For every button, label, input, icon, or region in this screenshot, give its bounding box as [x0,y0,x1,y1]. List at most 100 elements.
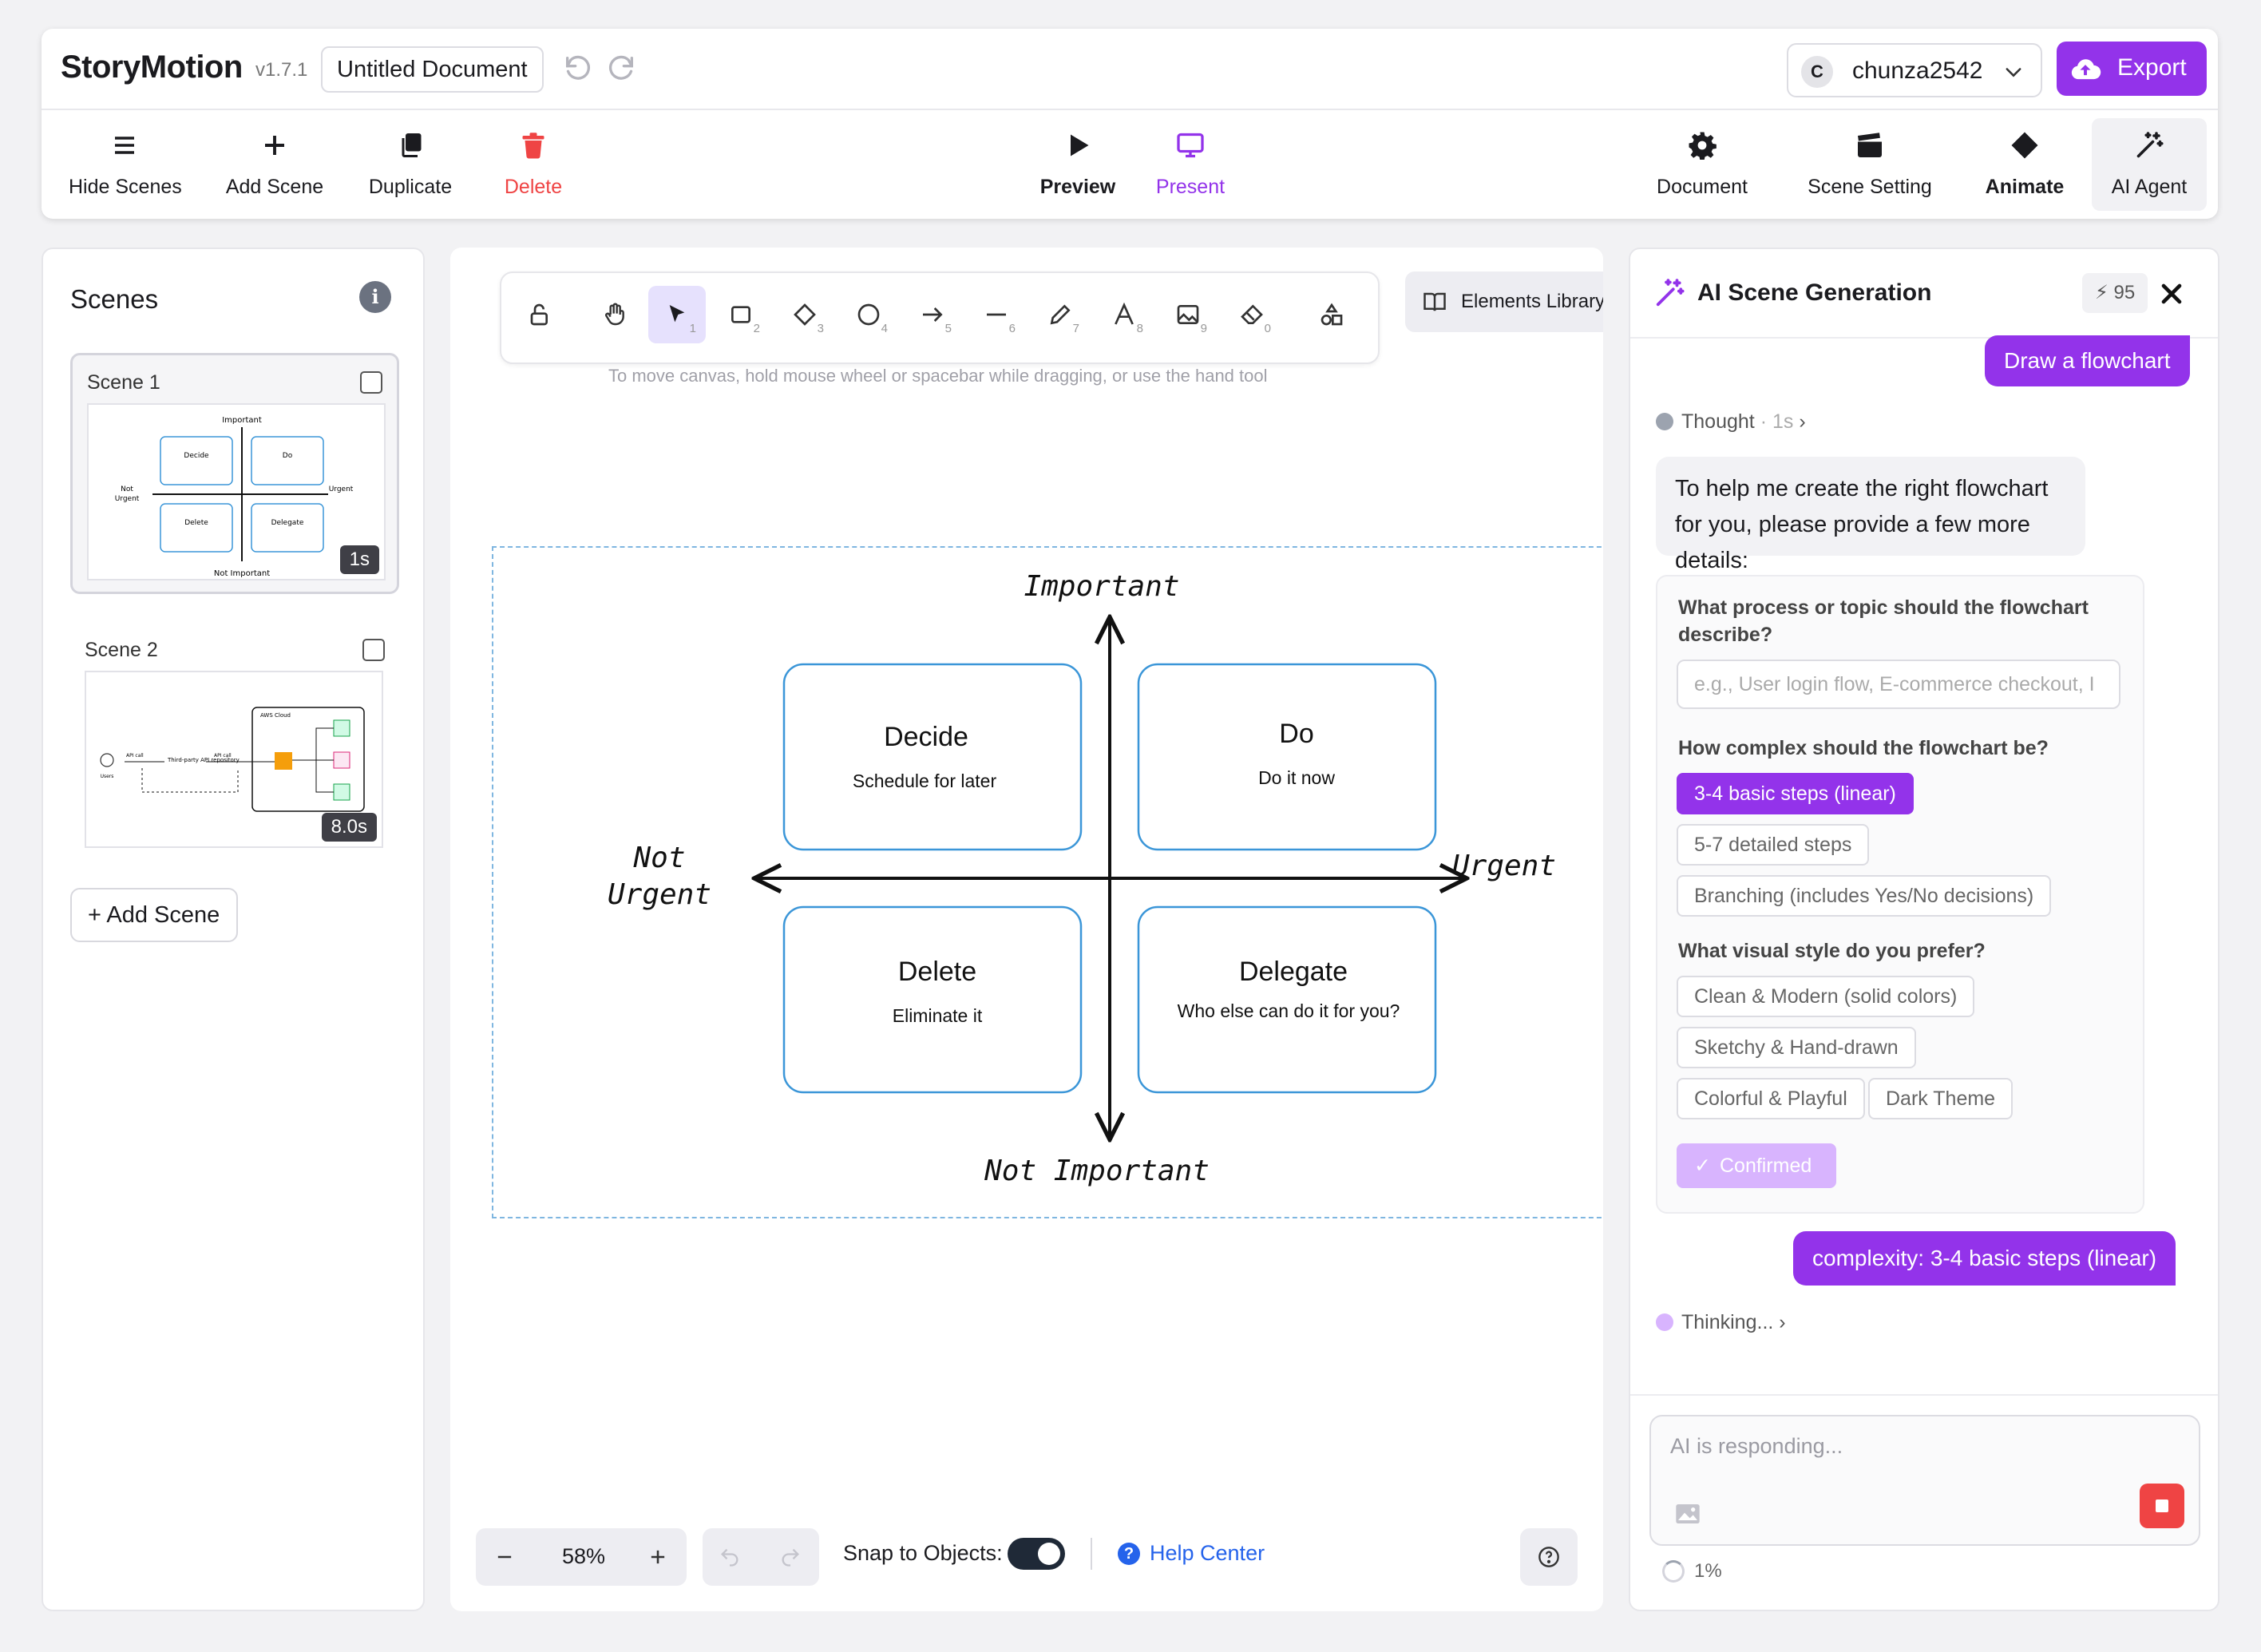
tool-shortcut: 3 [817,322,824,335]
brain-icon [1656,413,1673,430]
tool-image[interactable]: 9 [1159,286,1217,343]
scene-frame [492,546,1603,1218]
divider [1091,1538,1092,1570]
tool-shapes[interactable] [1303,286,1360,343]
tool-lock[interactable] [509,286,567,343]
book-icon [1423,291,1447,313]
option-basic-steps[interactable]: 3-4 basic steps (linear) [1677,773,1914,814]
thought-toggle[interactable]: Thought · 1s › [1656,410,1806,434]
user-message: Draw a flowchart [1985,335,2190,386]
bolt-icon: ⚡ [2095,282,2109,303]
tool-rectangle[interactable]: 2 [712,286,770,343]
scene-checkbox[interactable] [362,639,385,661]
delete-button[interactable]: Delete [485,118,581,211]
hide-scenes-button[interactable]: Hide Scenes [69,118,182,211]
thinking-indicator[interactable]: Thinking... › [1656,1311,1786,1334]
quadrant-do [1137,663,1437,851]
svg-text:Delete: Delete [184,519,208,527]
app-header: StoryMotion v1.7.1 Untitled Document C c… [42,29,2218,219]
ellipse-icon [857,303,880,326]
option-dark-theme[interactable]: Dark Theme [1868,1078,2014,1119]
tool-shortcut: 9 [1200,322,1207,335]
ai-agent-button[interactable]: AI Agent [2092,118,2207,211]
axis-label-left-line2: Urgent [608,878,711,911]
ai-panel-header: AI Scene Generation ⚡ 95 [1630,249,2218,339]
diamond-icon [2010,131,2039,160]
history-control [703,1528,819,1586]
zoom-out-icon[interactable] [493,1546,516,1568]
duplicate-button[interactable]: Duplicate [354,118,466,211]
chat-input[interactable]: AI is responding... [1649,1415,2200,1546]
export-button[interactable]: Export [2057,42,2207,96]
image-icon [1177,305,1199,324]
option-detailed-steps[interactable]: 5-7 detailed steps [1677,824,1870,866]
axis-label-right: Urgent [1452,850,1556,882]
document-name-field[interactable]: Untitled Document [321,46,544,93]
user-menu-button[interactable]: C chunza2542 [1787,43,2042,97]
redo-icon[interactable] [605,53,637,85]
diamond-icon [794,303,816,326]
animate-button[interactable]: Animate [1969,118,2081,211]
tool-eraser[interactable]: 0 [1223,286,1281,343]
tool-ellipse[interactable]: 4 [840,286,897,343]
tool-pointer[interactable]: 1 [648,286,706,343]
add-scene-button[interactable]: Add Scene [219,118,331,211]
quadrant-subtitle: Do it now [1258,767,1335,788]
scene-checkbox[interactable] [360,371,382,394]
svg-text:API call: API call [214,753,232,759]
zoom-in-icon[interactable] [647,1546,669,1568]
tool-shortcut: 8 [1136,322,1143,335]
scene-setting-button[interactable]: Scene Setting [1790,118,1950,211]
document-button[interactable]: Document [1638,118,1766,211]
undo-icon[interactable] [562,53,594,85]
preview-button[interactable]: Preview [1030,118,1126,211]
option-colorful[interactable]: Colorful & Playful [1677,1078,1865,1119]
copy-icon [396,131,425,160]
shortcuts-button[interactable] [1520,1528,1578,1586]
present-button[interactable]: Present [1138,118,1242,211]
confirmed-button[interactable]: ✓ Confirmed [1677,1143,1836,1188]
option-sketchy[interactable]: Sketchy & Hand-drawn [1677,1027,1916,1068]
help-center-link[interactable]: Help Center [1150,1541,1265,1565]
brain-icon [1656,1313,1673,1331]
scene-name: Scene 1 [87,371,160,394]
scene1-thumbnail-drawing: Important Not Important Not Urgent Urgen… [115,416,354,578]
check-icon: ✓ [1694,1155,1711,1177]
scene-card-1[interactable]: Scene 1 Important Not Important Not Urge… [70,353,399,594]
cloud-upload-icon [2069,54,2101,83]
rectangle-icon [731,306,750,323]
tool-hand[interactable] [586,286,643,343]
svg-text:Decide: Decide [184,452,209,460]
option-branching[interactable]: Branching (includes Yes/No decisions) [1677,875,2052,917]
elements-library-button[interactable]: Elements Library [1405,271,1603,332]
tool-text[interactable]: 8 [1095,286,1153,343]
tool-arrow[interactable]: 5 [904,286,961,343]
snap-toggle[interactable] [1008,1538,1065,1570]
question-complexity: How complex should the flowchart be? [1678,737,2049,759]
undo-icon[interactable] [719,1546,741,1568]
add-scene-panel-button[interactable]: + Add Scene [70,888,238,942]
info-icon[interactable]: i [359,281,391,313]
svg-text:Delegate: Delegate [271,519,304,527]
tool-line[interactable]: 6 [968,286,1025,343]
menu-icon [110,131,139,160]
redo-icon[interactable] [779,1546,802,1568]
stop-button[interactable] [2140,1484,2184,1528]
tool-diamond[interactable]: 3 [776,286,834,343]
monitor-icon [1176,131,1205,160]
option-clean-modern[interactable]: Clean & Modern (solid colors) [1677,976,1975,1017]
tool-pencil[interactable]: 7 [1032,286,1089,343]
close-icon[interactable] [2156,278,2188,310]
clarification-form: What process or topic should the flowcha… [1656,575,2144,1214]
quadrant-title: Do [1279,719,1313,749]
svg-text:Do: Do [283,452,293,460]
topic-input[interactable]: e.g., User login flow, E-commerce checko… [1677,660,2120,709]
play-icon [1063,131,1092,160]
image-upload-icon[interactable] [1675,1503,1701,1525]
quadrant-title: Delegate [1239,957,1348,987]
scene-card-2[interactable]: Scene 2 AWS Cloud Users API call Third-p… [70,623,399,862]
ai-panel: AI Scene Generation ⚡ 95 Draw a flowchar… [1629,248,2219,1611]
svg-text:Not Important: Not Important [214,569,270,578]
quadrant-subtitle: Eliminate it [893,1005,983,1026]
